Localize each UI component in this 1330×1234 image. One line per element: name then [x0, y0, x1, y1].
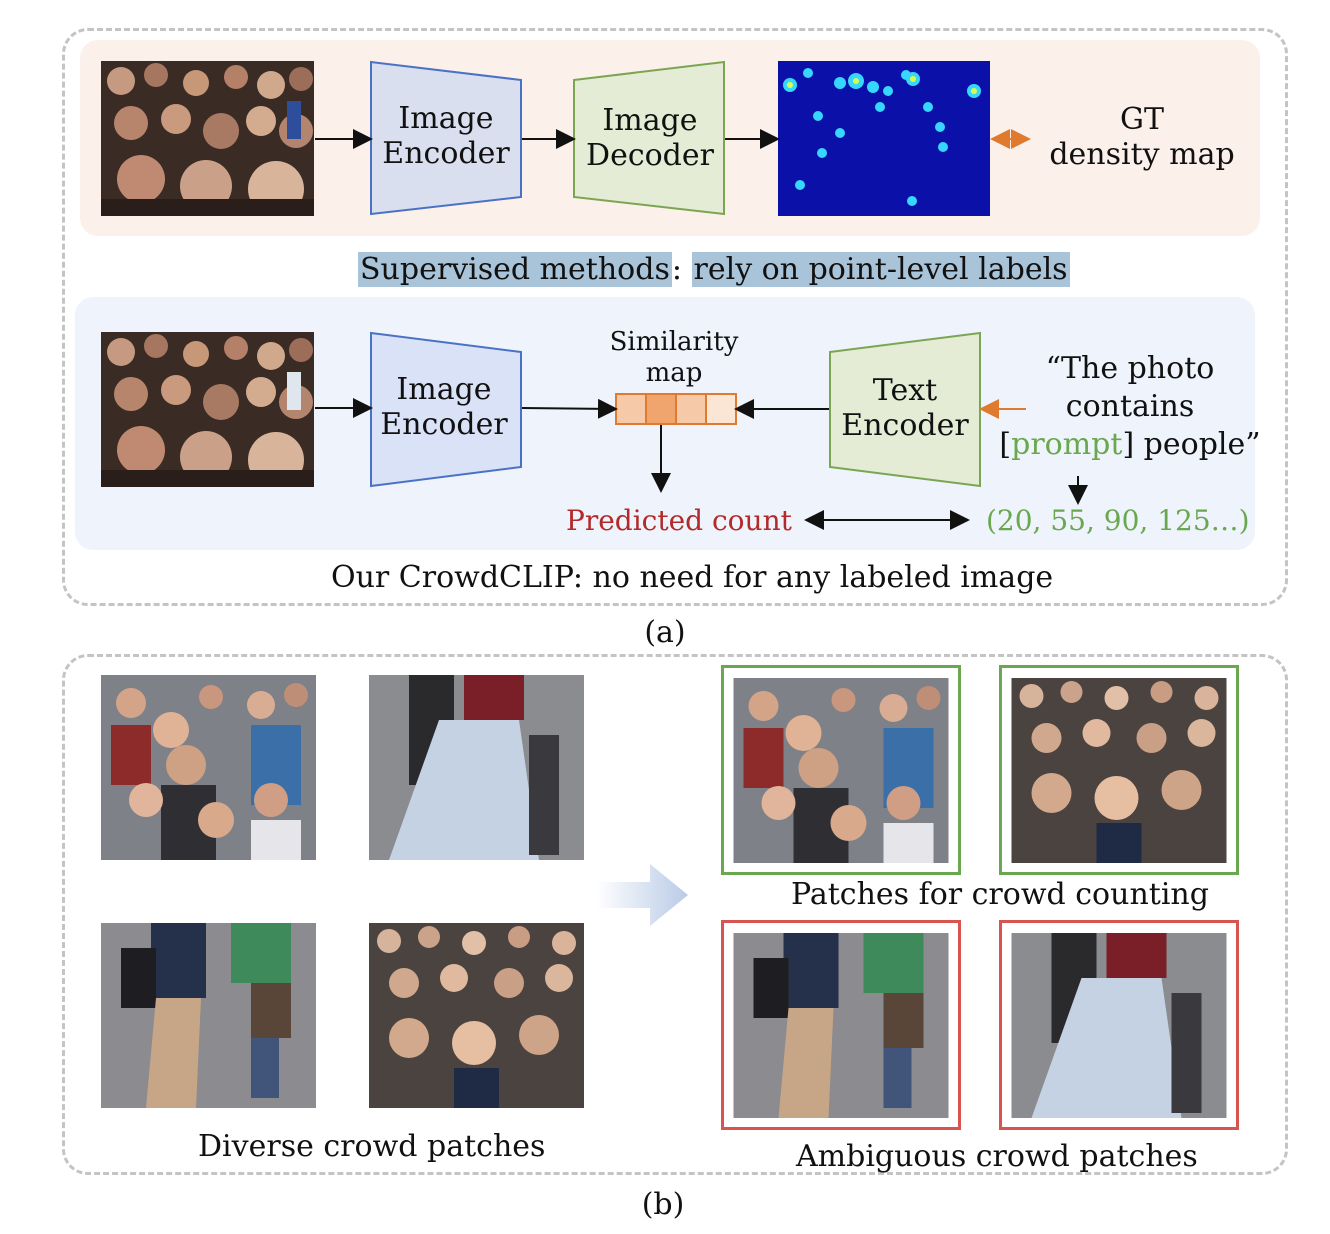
similarity-map-label-line2: map	[645, 358, 703, 389]
prompt-word: prompt	[1011, 427, 1123, 463]
image-encoder-label: Image Encoder	[371, 101, 521, 171]
prompt-close: ] people”	[1122, 427, 1261, 463]
diverse-patch-2	[369, 675, 584, 860]
similarity-map-label: Similarity map	[594, 327, 754, 389]
clip-image-encoder-label-line1: Image	[396, 372, 492, 407]
supervised-caption-sep: :	[671, 252, 682, 287]
gt-density-label-line1: GT	[1120, 102, 1164, 137]
diverse-patch-4	[369, 923, 584, 1108]
prompt-line-1: “The photo	[1045, 351, 1215, 386]
panel-a-frame	[62, 28, 1288, 606]
panel-a-caption: (a)	[644, 615, 686, 650]
patch-graphic	[733, 933, 949, 1118]
gt-density-map	[778, 61, 990, 216]
panel-b-caption: (b)	[641, 1187, 685, 1222]
supervised-caption: Supervised methods: rely on point-level …	[358, 252, 1070, 288]
supervised-caption-part2: rely on point-level labels	[691, 252, 1070, 287]
crowdclip-caption: Our CrowdCLIP: no need for any labeled i…	[331, 560, 1054, 595]
diverse-patch-1	[101, 675, 316, 860]
supervised-caption-part1: Supervised methods	[358, 252, 672, 287]
counting-patch-1	[733, 678, 949, 863]
similarity-cell-4	[705, 393, 737, 425]
panel-b-frame	[62, 654, 1288, 1175]
patch-graphic	[1011, 933, 1227, 1118]
patch-graphic	[101, 923, 316, 1108]
counting-patch-2	[1011, 678, 1227, 863]
patch-graphic	[1011, 678, 1227, 863]
arrow-encoder-to-similarity	[521, 398, 618, 419]
diverse-patch-3	[101, 923, 316, 1108]
similarity-map-label-line1: Similarity	[609, 327, 739, 357]
patch-graphic	[369, 675, 584, 860]
gt-density-label-line2: density map	[1049, 136, 1235, 172]
image-encoder-label-line1: Image	[398, 101, 494, 136]
prompt-text: “The photo contains [prompt] people”	[990, 350, 1270, 464]
ambiguous-patch-frame-1	[721, 920, 961, 1130]
similarity-cell-3	[675, 393, 707, 425]
panel-a-shapes	[315, 60, 1088, 530]
patch-graphic	[733, 678, 949, 863]
image-decoder-label-line1: Image	[602, 103, 698, 138]
patch-graphic	[369, 923, 584, 1108]
image-encoder-shape	[370, 60, 522, 216]
crowd-photo-supervised	[101, 61, 314, 216]
text-encoder-label: Text Encoder	[830, 373, 980, 443]
gt-density-label: GT density map	[1040, 102, 1244, 172]
image-encoder-label-line2: Encoder	[382, 135, 510, 171]
similarity-cell-1	[615, 393, 647, 425]
text-encoder-shape	[829, 331, 981, 488]
counting-patches-label: Patches for crowd counting	[791, 877, 1209, 912]
text-encoder-label-line2: Encoder	[841, 407, 969, 443]
counting-patch-frame-2	[999, 665, 1239, 875]
crowd-photo-graphic	[101, 61, 314, 216]
crowd-photo-graphic	[101, 332, 314, 487]
prompt-open: [	[999, 427, 1012, 463]
clip-image-encoder-label: Image Encoder	[369, 372, 519, 442]
patch-graphic	[101, 675, 316, 860]
clip-image-encoder-label-line2: Encoder	[380, 406, 508, 442]
image-decoder-shape	[573, 60, 725, 216]
count-values-label: (20, 55, 90, 125…)	[986, 504, 1250, 537]
predicted-count-label: Predicted count	[566, 504, 792, 537]
prompt-line-2: contains	[1065, 389, 1195, 425]
image-decoder-label: Image Decoder	[574, 103, 726, 173]
counting-patch-frame-1	[721, 665, 961, 875]
ambiguous-patch-frame-2	[999, 920, 1239, 1130]
clip-image-encoder-shape	[370, 331, 522, 488]
crowd-photo-crowdclip	[101, 332, 314, 487]
image-decoder-label-line2: Decoder	[586, 137, 714, 173]
ambiguous-patch-2	[1011, 933, 1227, 1118]
diverse-patches-label: Diverse crowd patches	[198, 1129, 546, 1164]
ambiguous-patch-1	[733, 933, 949, 1118]
similarity-cell-2	[645, 393, 677, 425]
prompt-line-3: [prompt] people”	[990, 426, 1270, 464]
transition-arrow	[596, 864, 688, 926]
density-map-graphic	[778, 61, 990, 216]
ambiguous-patches-label: Ambiguous crowd patches	[796, 1139, 1198, 1174]
text-encoder-label-line1: Text	[872, 373, 938, 408]
